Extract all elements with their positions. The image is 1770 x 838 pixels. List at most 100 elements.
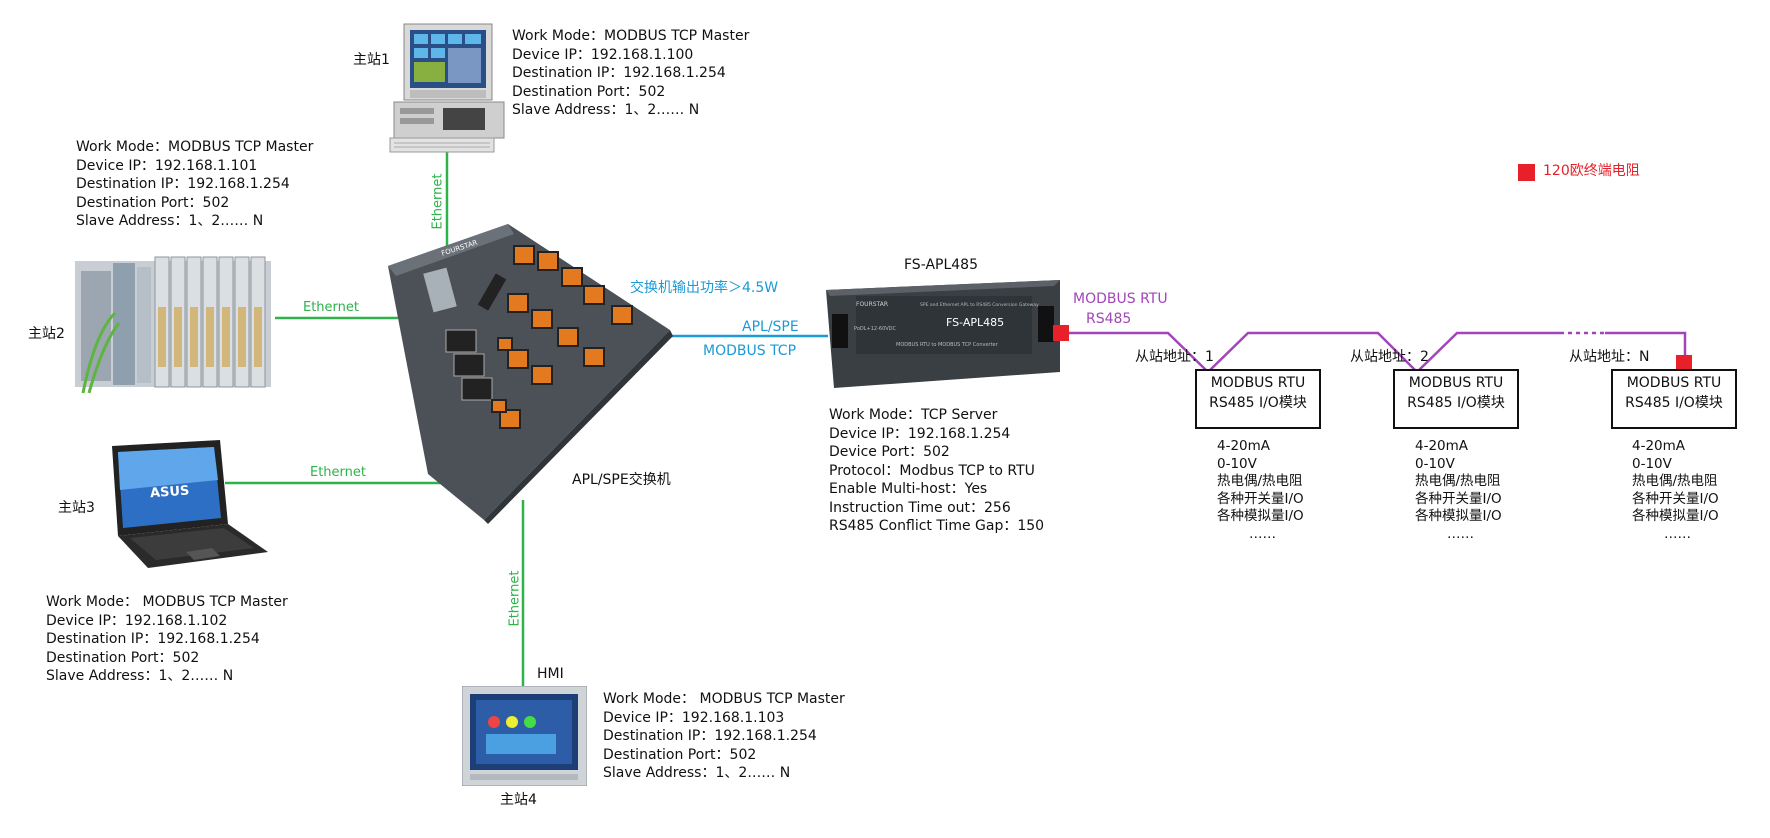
- slave-2-address: 从站地址：2: [1350, 349, 1429, 365]
- slave-2-io-3: 各种开关量I/O: [1415, 490, 1502, 507]
- gateway-device-icon: FOURSTAR SPE and Ethernet APL to RS485 C…: [826, 280, 1060, 388]
- s4-slave-address: Slave Address：1、2…… N: [603, 765, 791, 781]
- slave-2-io-2: 热电偶/热电阻: [1415, 473, 1501, 489]
- slave-1-io-1: 0-10V: [1217, 455, 1257, 472]
- gateway-power-text: PoDL+12-60VDC: [854, 326, 897, 332]
- conv-conflict-gap: RS485 Conflict Time Gap：150: [829, 518, 1045, 534]
- switch-label: APL/SPE交换机: [572, 472, 671, 488]
- slave-2-io-1: 0-10V: [1415, 455, 1455, 472]
- slave-1-io-3: 各种开关量I/O: [1217, 490, 1304, 507]
- s3-destination-port: Destination Port：502: [46, 649, 200, 666]
- s1-work-mode: Work Mode：MODBUS TCP Master: [512, 28, 750, 44]
- slave-n-io-list: 4-20mA 0-10V 热电偶/热电阻 各种开关量I/O 各种模拟量I/O ……: [1632, 438, 1719, 543]
- legend-resistor-label: 120欧终端电阻: [1543, 163, 1640, 179]
- slave-1-address: 从站地址：1: [1135, 349, 1214, 365]
- s4-destination-ip: Destination IP：192.168.1.254: [603, 728, 817, 744]
- s1-destination-ip: Destination IP：192.168.1.254: [512, 65, 726, 81]
- slave-n-io-1: 0-10V: [1632, 455, 1672, 472]
- hmi-label: HMI: [537, 666, 564, 682]
- laptop-icon: ASUS: [108, 440, 270, 572]
- s1-destination-port: Destination Port：502: [512, 83, 666, 100]
- plc-rack-icon: [75, 253, 273, 395]
- modbus-tcp-label: MODBUS TCP: [703, 343, 797, 359]
- slave-2-title: MODBUS RTU: [1408, 375, 1504, 391]
- s2-destination-ip: Destination IP：192.168.1.254: [76, 176, 290, 192]
- ethernet-label-s3: Ethernet: [310, 465, 366, 480]
- gateway-brand-text: FOURSTAR: [856, 301, 888, 308]
- industrial-pc-icon: [388, 22, 506, 154]
- s2-work-mode: Work Mode：MODBUS TCP Master: [76, 139, 314, 155]
- station-4-label: 主站4: [500, 792, 537, 808]
- slave-1-box: MODBUS RTU RS485 I/O模块: [1195, 369, 1321, 429]
- converter-title: FS-APL485: [904, 257, 978, 273]
- slave-1-io-list: 4-20mA 0-10V 热电偶/热电阻 各种开关量I/O 各种模拟量I/O ……: [1217, 438, 1304, 543]
- slave-1-io-0: 4-20mA: [1217, 438, 1271, 454]
- slave-2-sub: RS485 I/O模块: [1407, 395, 1505, 411]
- slave-n-io-2: 热电偶/热电阻: [1632, 473, 1718, 489]
- converter-info: Work Mode：TCP Server Device IP：192.168.1…: [829, 406, 1044, 536]
- slave-n-io-5: ……: [1664, 525, 1691, 542]
- slave-2-io-0: 4-20mA: [1415, 438, 1469, 454]
- station-1-info: Work Mode：MODBUS TCP Master Device IP：19…: [512, 27, 749, 120]
- slave-n-io-0: 4-20mA: [1632, 438, 1686, 454]
- conv-device-port: Device Port：502: [829, 444, 950, 460]
- hmi-panel-icon: [462, 686, 587, 786]
- gateway-model-text: FS-APL485: [946, 316, 1004, 329]
- slave-1-title: MODBUS RTU: [1210, 375, 1306, 391]
- gateway-sub-text: MODBUS RTU to MODBUS TCP Converter: [896, 342, 999, 348]
- station-4-info: Work Mode： MODBUS TCP Master Device IP：1…: [603, 690, 845, 783]
- s4-device-ip: Device IP：192.168.1.103: [603, 709, 785, 726]
- ethernet-label-s4: Ethernet: [507, 570, 523, 627]
- slave-n-box: MODBUS RTU RS485 I/O模块: [1611, 369, 1737, 429]
- svg-text:ASUS: ASUS: [150, 484, 190, 502]
- apl-switch-icon: FOURSTAR: [388, 224, 678, 524]
- slave-n-sub: RS485 I/O模块: [1625, 395, 1723, 411]
- slave-2-io-4: 各种模拟量I/O: [1415, 508, 1502, 524]
- station-1-label: 主站1: [353, 52, 390, 68]
- slave-1-io-4: 各种模拟量I/O: [1217, 508, 1304, 524]
- s4-work-mode: Work Mode： MODBUS TCP Master: [603, 691, 845, 707]
- conv-work-mode: Work Mode：TCP Server: [829, 407, 998, 423]
- gateway-desc-text: SPE and Ethernet APL to RS485 Conversion…: [920, 302, 1039, 308]
- conv-protocol: Protocol：Modbus TCP to RTU: [829, 462, 1035, 479]
- slave-1-io-5: ……: [1249, 525, 1276, 542]
- conv-device-ip: Device IP：192.168.1.254: [829, 425, 1011, 442]
- slave-2-box: MODBUS RTU RS485 I/O模块: [1393, 369, 1519, 429]
- rs485-label: RS485: [1086, 311, 1132, 327]
- s2-slave-address: Slave Address：1、2…… N: [76, 213, 264, 229]
- switch-power-label: 交换机输出功率＞4.5W: [630, 280, 779, 296]
- conv-timeout: Instruction Time out：256: [829, 499, 1011, 516]
- slave-n-io-3: 各种开关量I/O: [1632, 490, 1719, 507]
- station-2-info: Work Mode：MODBUS TCP Master Device IP：19…: [76, 138, 313, 231]
- s1-slave-address: Slave Address：1、2…… N: [512, 102, 700, 118]
- slave-n-address: 从站地址：N: [1569, 349, 1650, 365]
- s2-destination-port: Destination Port：502: [76, 194, 230, 211]
- legend-resistor-swatch: [1518, 164, 1535, 181]
- s1-device-ip: Device IP：192.168.1.100: [512, 46, 694, 63]
- s3-slave-address: Slave Address：1、2…… N: [46, 668, 234, 684]
- slave-n-title: MODBUS RTU: [1626, 375, 1722, 391]
- conv-multi-host: Enable Multi-host：Yes: [829, 481, 988, 497]
- slave-2-io-list: 4-20mA 0-10V 热电偶/热电阻 各种开关量I/O 各种模拟量I/O ……: [1415, 438, 1502, 543]
- station-3-info: Work Mode： MODBUS TCP Master Device IP：1…: [46, 593, 288, 686]
- station-2-label: 主站2: [28, 326, 65, 342]
- slave-1-sub: RS485 I/O模块: [1209, 395, 1307, 411]
- s2-device-ip: Device IP：192.168.1.101: [76, 157, 258, 174]
- terminal-resistor-gateway: [1053, 325, 1069, 341]
- terminal-resistor-slave-n: [1676, 355, 1692, 371]
- apl-spe-label: APL/SPE: [742, 319, 799, 335]
- slave-n-io-4: 各种模拟量I/O: [1632, 508, 1719, 524]
- rs485-bus-line: [1062, 331, 1560, 374]
- station-3-label: 主站3: [58, 500, 95, 516]
- slave-1-io-2: 热电偶/热电阻: [1217, 473, 1303, 489]
- s4-destination-port: Destination Port：502: [603, 746, 757, 763]
- ethernet-label-s1: Ethernet: [430, 173, 446, 230]
- rs485-bus-end: [1605, 331, 1687, 358]
- s3-device-ip: Device IP：192.168.1.102: [46, 612, 228, 629]
- s3-work-mode: Work Mode： MODBUS TCP Master: [46, 594, 288, 610]
- ethernet-label-s2: Ethernet: [303, 300, 359, 315]
- slave-2-io-5: ……: [1447, 525, 1474, 542]
- s3-destination-ip: Destination IP：192.168.1.254: [46, 631, 260, 647]
- modbus-rtu-label: MODBUS RTU: [1073, 291, 1168, 307]
